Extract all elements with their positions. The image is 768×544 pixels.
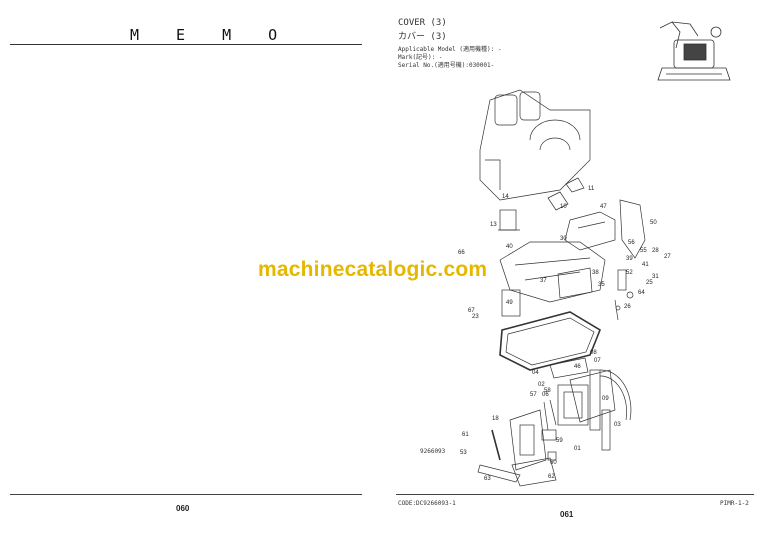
callout-label: 28 xyxy=(652,248,659,254)
applicable-model: Applicable Model (適用機種): - xyxy=(398,46,502,53)
callout-label: 09 xyxy=(602,396,609,402)
callout-label: 01 xyxy=(574,446,581,452)
serial-number: Serial No.(適用号機):030001- xyxy=(398,62,495,69)
memo-title: M E M O xyxy=(130,26,292,44)
callout-label: 11 xyxy=(588,186,595,192)
callout-label: 41 xyxy=(642,262,649,268)
bottom-rule-left xyxy=(10,494,362,495)
cover-title-jp: カバー (3) xyxy=(398,32,447,42)
callout-label: 13 xyxy=(490,222,497,228)
callout-label: 25 xyxy=(646,280,653,286)
callout-label: 53 xyxy=(460,450,467,456)
callout-label: 30 xyxy=(560,236,567,242)
callout-label: 66 xyxy=(458,250,465,256)
callout-label: 14 xyxy=(502,194,509,200)
memo-rule xyxy=(10,44,362,45)
parts-diagram: 11 10 14 13 47 50 30 56 55 28 27 66 40 3… xyxy=(458,89,671,487)
callout-label: 40 xyxy=(506,244,513,250)
right-page-number: 061 xyxy=(560,510,574,519)
callout-label: 08 xyxy=(590,350,597,356)
callout-label: 35 xyxy=(598,282,605,288)
callout-label: 46 xyxy=(574,364,581,370)
callout-label: 07 xyxy=(594,358,601,364)
left-page-number: 060 xyxy=(176,504,190,513)
document-code: CODE:DC9266093-1 xyxy=(398,500,456,507)
callout-label: 64 xyxy=(638,290,645,296)
callout-labels: 11 10 14 13 47 50 30 56 55 28 27 66 40 3… xyxy=(458,186,671,482)
callout-label: 27 xyxy=(664,254,671,260)
callout-label: 38 xyxy=(592,270,599,276)
callout-label: 62 xyxy=(548,474,555,480)
callout-label: 56 xyxy=(628,240,635,246)
callout-label: 61 xyxy=(462,432,469,438)
callout-label: 59 xyxy=(556,438,563,444)
callout-label: 57 xyxy=(530,392,537,398)
callout-label: 67 xyxy=(468,308,475,314)
callout-label: 47 xyxy=(600,204,607,210)
callout-label: 03 xyxy=(614,422,621,428)
mark: Mark(記号): - xyxy=(398,54,443,61)
callout-label: 39 xyxy=(626,256,633,262)
callout-label: 10 xyxy=(560,204,567,210)
callout-label: 04 xyxy=(532,370,539,376)
callout-label: 18 xyxy=(492,416,499,422)
drawing-id: 9266093 xyxy=(420,448,446,455)
callout-label: 58 xyxy=(544,388,551,394)
cover-title-en: COVER (3) xyxy=(398,18,447,28)
callout-label: 50 xyxy=(650,220,657,226)
watermark: machinecatalogic.com xyxy=(258,258,488,281)
callout-label: 60 xyxy=(550,460,557,466)
callout-label: 52 xyxy=(626,270,633,276)
callout-label: 63 xyxy=(484,476,491,482)
excavator-thumbnail xyxy=(657,21,731,81)
callout-label: 37 xyxy=(540,278,547,284)
callout-label: 55 xyxy=(640,248,647,254)
callout-label: 23 xyxy=(472,314,479,320)
callout-label: 49 xyxy=(506,300,513,306)
callout-label: 26 xyxy=(624,304,631,310)
callout-label: 06 xyxy=(542,392,549,398)
bottom-rule-right xyxy=(396,494,754,495)
section-code: PIMR-1-2 xyxy=(720,500,749,507)
callout-label: 31 xyxy=(652,274,659,280)
callout-label: 02 xyxy=(538,382,545,388)
